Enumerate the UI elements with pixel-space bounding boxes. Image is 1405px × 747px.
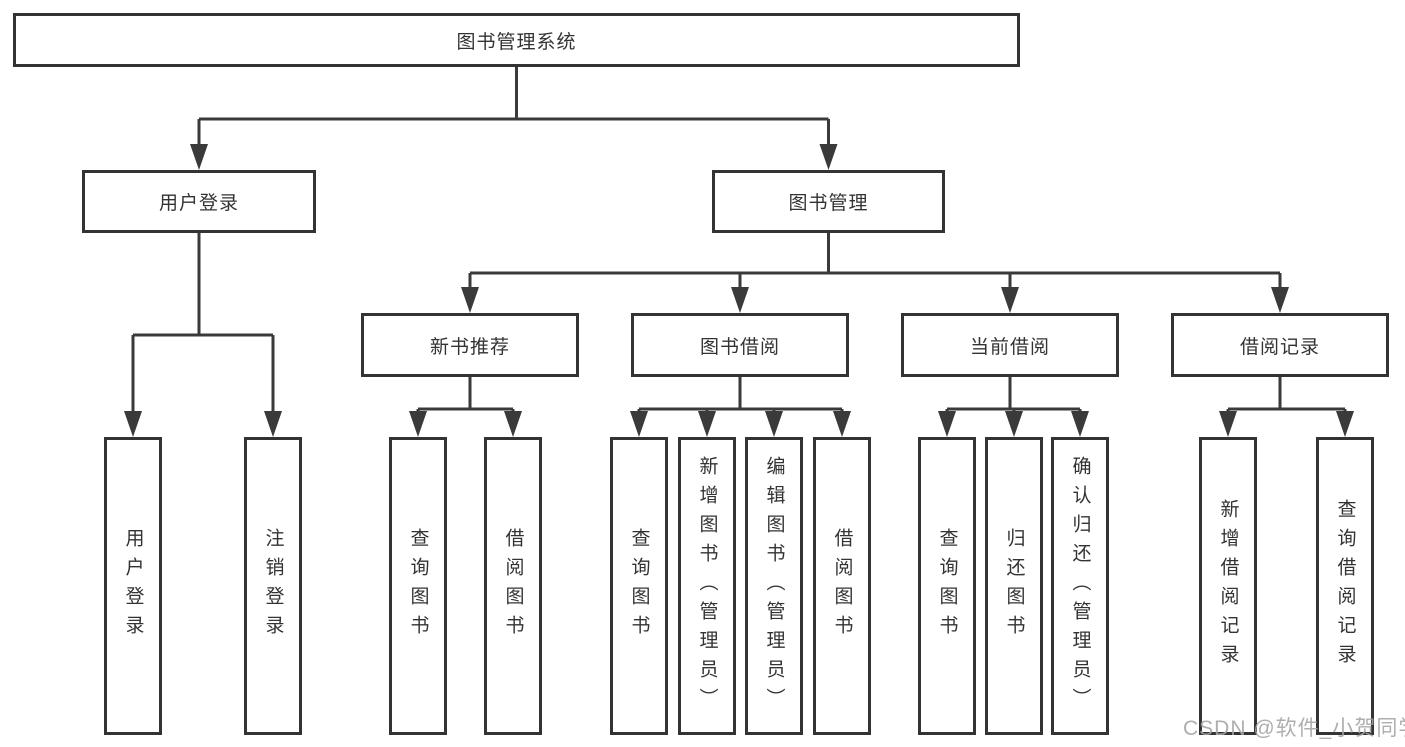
node-book-management: 图书管理	[712, 170, 945, 233]
node-book-borrowing: 图书借阅	[631, 313, 849, 377]
arrow-down-icon	[938, 411, 956, 437]
node-user-login: 用户登录	[82, 170, 316, 233]
arrow-down-icon	[765, 411, 783, 437]
arrow-down-icon	[731, 287, 749, 313]
leaf-return-books: 归还图书	[985, 437, 1043, 735]
arrow-down-icon	[1219, 411, 1237, 437]
arrow-down-icon	[630, 411, 648, 437]
node-current-borrowing: 当前借阅	[901, 313, 1119, 377]
leaf-edit-books-admin: 编辑图书（管理员）	[745, 437, 803, 735]
leaf-query-books-recommend: 查询图书	[389, 437, 447, 735]
csdn-watermark: CSDN @软件_小贺同学	[1183, 717, 1405, 740]
node-borrow-records: 借阅记录	[1171, 313, 1389, 377]
arrow-down-icon	[1336, 411, 1354, 437]
leaf-logout: 注销登录	[244, 437, 302, 735]
arrow-down-icon	[190, 144, 208, 170]
node-library-management-system: 图书管理系统	[13, 13, 1020, 67]
leaf-borrow-books: 借阅图书	[813, 437, 871, 735]
arrow-down-icons	[124, 144, 1354, 437]
leaf-add-books-admin: 新增图书（管理员）	[678, 437, 736, 735]
arrow-down-icon	[819, 144, 838, 170]
leaf-user-login: 用户登录	[104, 437, 162, 735]
leaf-query-books-current: 查询图书	[918, 437, 976, 735]
arrow-down-icon	[1005, 411, 1023, 437]
leaf-borrow-books-recommend: 借阅图书	[484, 437, 542, 735]
leaf-add-borrow-record: 新增借阅记录	[1199, 437, 1257, 735]
leaf-confirm-return-admin: 确认归还（管理员）	[1051, 437, 1109, 735]
arrow-down-icon	[833, 411, 851, 437]
arrow-down-icon	[1271, 287, 1289, 313]
arrow-down-icon	[504, 411, 522, 437]
arrow-down-icon	[409, 411, 427, 437]
leaf-query-borrow-record: 查询借阅记录	[1316, 437, 1374, 735]
node-new-book-recommend: 新书推荐	[361, 313, 579, 377]
arrow-down-icon	[461, 287, 479, 313]
arrow-down-icon	[124, 411, 142, 437]
leaf-query-books-borrowing: 查询图书	[610, 437, 668, 735]
arrow-down-icon	[1071, 411, 1089, 437]
arrow-down-icon	[698, 411, 716, 437]
arrow-down-icon	[264, 411, 282, 437]
arrow-down-icon	[1001, 287, 1019, 313]
